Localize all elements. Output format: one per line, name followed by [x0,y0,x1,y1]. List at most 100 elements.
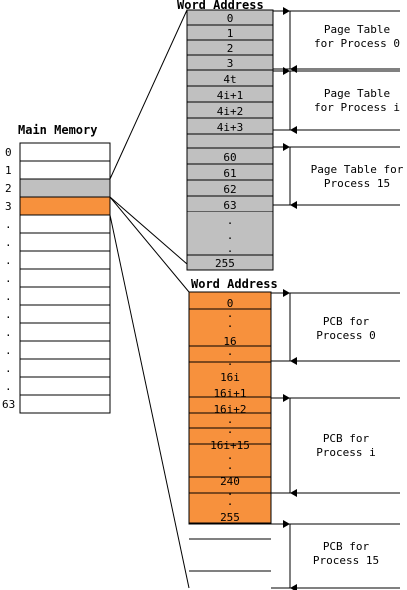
pcb-cell-label: . [227,449,234,462]
pcb-cell-label: 16 [223,335,236,348]
page-table-cell-label: . [227,242,234,255]
main-memory-row [19,340,111,360]
page-table-cell-label: . [227,229,234,242]
page-table-cell [187,212,273,227]
page-table-cell-label: 60 [223,151,236,164]
page-table-cell [186,133,274,149]
annotation-label: Page Table for [311,163,404,176]
annotation-label: Process i [316,446,376,459]
main-memory-row [19,304,111,324]
annotation-label: Process 15 [313,554,379,567]
page-table-cell-label: 62 [223,183,236,196]
annotation-label: PCB for [323,540,370,553]
page-table-cell-label: 4t [223,73,236,86]
pcb-cell-label: 0 [227,297,234,310]
page-table-cell-label: 63 [223,199,236,212]
page-table-cell [187,227,273,242]
page-table-cell-label: 3 [227,57,234,70]
main-memory-row [19,196,111,216]
page-table-column-header: Word Address [177,0,264,12]
main-memory: Main Memory 0 1 2 3.......... 63 [2,123,111,414]
main-memory-row-label: 3 [5,200,12,213]
main-memory-row [19,322,111,342]
main-memory-title: Main Memory [18,123,97,137]
pcb-cell-label: 255 [220,511,240,524]
main-memory-row-label: . [5,254,12,267]
page-table-cell-label: 4i+2 [217,105,244,118]
main-memory-row-label: . [5,344,12,357]
main-memory-row [19,250,111,270]
page-table-cell-label: . [227,214,234,227]
main-memory-row-label: . [5,236,12,249]
annotation-label: Process 15 [324,177,390,190]
page-table-cell-label: 255 [215,257,235,270]
pcb-column-header: Word Address [191,277,278,291]
pcb-cell [189,348,271,358]
annotation-label: PCB for [323,432,370,445]
page-table-cell-label: 4i+1 [217,89,244,102]
connector-line [109,196,190,293]
main-memory-row [19,286,111,306]
pcb-cell [189,400,271,416]
main-memory-row-label: . [5,362,12,375]
pcb-cell-label: . [227,345,234,358]
main-memory-row-label: . [5,272,12,285]
pcb-cell-label: . [227,459,234,472]
pcb-cell-label: . [227,413,234,426]
pcb-cell [189,292,271,310]
pcb-cell [189,498,271,508]
main-memory-row-label: . [5,308,12,321]
pcb-cell [189,472,271,488]
pcb-cell-label: . [227,307,234,320]
main-memory-row [19,376,111,396]
page-table-cell-label: 1 [227,27,234,40]
pcb-cell [189,416,271,426]
page-table-cell-label: 0 [227,12,234,25]
pcb-cell-label: . [227,423,234,436]
connector-lines [109,9,190,589]
page-table-column: Word Address 0 1 2 3 4t 4i+1 4i+2 4i+3 60 61 62 63.… [177,0,404,271]
pcb-cell-label: 16i [220,371,240,384]
pcb-cell-label: 16i+1 [213,387,246,400]
main-memory-row [19,142,111,162]
pcb-cell-label: . [227,317,234,330]
pcb-border [188,291,272,525]
main-memory-row [19,394,111,414]
connector-line [109,196,188,265]
main-memory-row [19,214,111,234]
page-table-border [186,9,274,271]
page-table-cell-label: 4i+3 [217,121,244,134]
pcb-cell-label: . [227,495,234,508]
main-memory-row-label: . [5,218,12,231]
main-memory-row [19,232,111,252]
pcb-cell [189,358,271,368]
pcb-cell [189,320,271,330]
annotation-label: for Process 0 [314,37,400,50]
pcb-cell [189,330,271,348]
main-memory-row-label: . [5,290,12,303]
pcb-cell [189,384,271,400]
page-table-cell-label: 61 [223,167,236,180]
main-memory-row-label: 1 [5,164,12,177]
main-memory-row-label: 0 [5,146,12,159]
pcb-cell [189,368,271,384]
page-table-cell [187,242,273,255]
pcb-cell [189,462,271,472]
annotation-label: Page Table [324,87,390,100]
pcb-cell-label: 240 [220,475,240,488]
main-memory-row [19,178,111,198]
main-memory-row-label: 2 [5,182,12,195]
main-memory-row [19,268,111,288]
main-memory-row-label: . [5,326,12,339]
page-table-cell-label: 2 [227,42,234,55]
main-memory-row [19,160,111,180]
connector-line [109,214,190,589]
main-memory-row [19,358,111,378]
annotation-label: Page Table [324,23,390,36]
main-memory-row-label: 63 [2,398,15,411]
main-memory-row-label: . [5,380,12,393]
annotation-label: PCB for [323,315,370,328]
pcb-cell [189,426,271,436]
pcb-cell [189,508,271,524]
